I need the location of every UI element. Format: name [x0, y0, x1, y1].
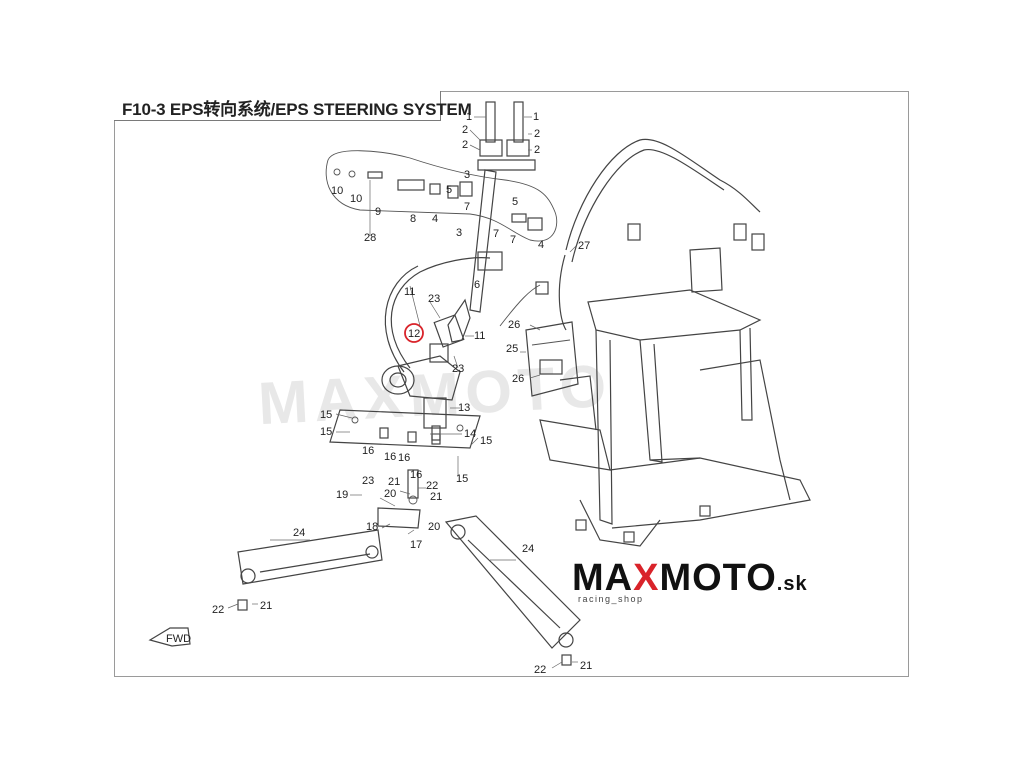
logo-tagline: racing_shop — [578, 594, 644, 604]
callout-23: 23 — [428, 293, 440, 305]
callout-1: 1 — [533, 111, 539, 123]
steering-column — [447, 101, 536, 343]
title-box: F10-3 EPS转向系统/EPS STEERING SYSTEM — [114, 91, 472, 121]
assembly-28-parts — [333, 168, 543, 231]
fwd-label: FWD — [166, 633, 191, 645]
maxmoto-logo[interactable]: MAXMOTO.sk racing_shop — [572, 558, 842, 606]
callout-15: 15 — [480, 435, 492, 447]
column-universal-joint — [429, 314, 465, 363]
tie-rod-left — [237, 529, 383, 611]
callout-20: 20 — [428, 521, 440, 533]
callout-3: 3 — [456, 227, 462, 239]
callout-11: 11 — [404, 286, 415, 298]
callout-5: 5 — [446, 184, 452, 196]
callout-3: 3 — [464, 169, 470, 181]
callout-12: 12 — [408, 328, 420, 340]
callout-labels: 1 1 2 2 2 2 3 3 5 5 7 7 7 4 4 8 9 10 10 … — [212, 111, 592, 676]
callout-2: 2 — [462, 139, 468, 151]
callout-23: 23 — [362, 475, 374, 487]
callout-28: 28 — [364, 232, 376, 244]
callout-7: 7 — [510, 234, 516, 246]
callout-27: 27 — [578, 240, 590, 252]
tie-rod-right — [444, 515, 581, 666]
logo-wordmark: MAXMOTO.sk — [572, 558, 808, 604]
callout-20: 20 — [384, 488, 396, 500]
callout-24: 24 — [522, 543, 534, 555]
callout-7: 7 — [493, 228, 499, 240]
callout-15: 15 — [456, 473, 468, 485]
callout-21: 21 — [580, 660, 592, 672]
callout-8: 8 — [410, 213, 416, 225]
callout-2: 2 — [534, 144, 540, 156]
callout-2: 2 — [534, 128, 540, 140]
eps-controller — [525, 321, 579, 397]
callout-5: 5 — [512, 196, 518, 208]
assembly-28-outline — [325, 150, 558, 242]
diagram-sheet — [114, 91, 909, 677]
callout-10: 10 — [331, 185, 343, 197]
callout-1: 1 — [466, 111, 472, 123]
callout-16: 16 — [398, 452, 410, 464]
callout-16: 16 — [362, 445, 374, 457]
callout-26: 26 — [512, 373, 524, 385]
callout-21: 21 — [388, 476, 400, 488]
callout-18: 18 — [366, 521, 378, 533]
logo-part-ma: MA — [572, 557, 634, 599]
callout-24: 24 — [293, 527, 305, 539]
logo-part-moto: MOTO — [659, 557, 777, 599]
callout-2: 2 — [462, 124, 468, 136]
logo-part-sk: .sk — [776, 573, 808, 595]
mounting-bracket — [329, 409, 481, 449]
callout-7: 7 — [464, 201, 470, 213]
callout-4: 4 — [538, 239, 544, 251]
vehicle-frame — [539, 247, 811, 547]
callout-9: 9 — [375, 206, 381, 218]
callout-6: 6 — [474, 279, 480, 291]
logo-part-x: X — [633, 557, 660, 599]
diagram-title: F10-3 EPS转向系统/EPS STEERING SYSTEM — [122, 100, 472, 119]
callout-15: 15 — [320, 409, 332, 421]
part-12-highlight — [404, 323, 424, 343]
callout-10: 10 — [350, 193, 362, 205]
callout-16: 16 — [410, 469, 422, 481]
callout-22: 22 — [426, 480, 438, 492]
callout-13: 13 — [458, 402, 470, 414]
center-link — [377, 469, 421, 529]
callout-15: 15 — [320, 426, 332, 438]
fwd-arrow: FWD — [148, 627, 191, 647]
callout-19: 19 — [336, 489, 348, 501]
callout-14: 14 — [464, 428, 476, 440]
callout-4: 4 — [432, 213, 438, 225]
callout-26: 26 — [508, 319, 520, 331]
leader-lines — [227, 116, 578, 669]
callout-17: 17 — [410, 539, 422, 551]
callout-21: 21 — [430, 491, 442, 503]
callout-21: 21 — [260, 600, 272, 612]
callout-16: 16 — [384, 451, 396, 463]
callout-11: 11 — [474, 330, 485, 342]
callout-23: 23 — [452, 363, 464, 375]
callout-22: 22 — [534, 664, 546, 676]
wiring-harness — [499, 138, 765, 331]
callout-22: 22 — [212, 604, 224, 616]
callout-25: 25 — [506, 343, 518, 355]
